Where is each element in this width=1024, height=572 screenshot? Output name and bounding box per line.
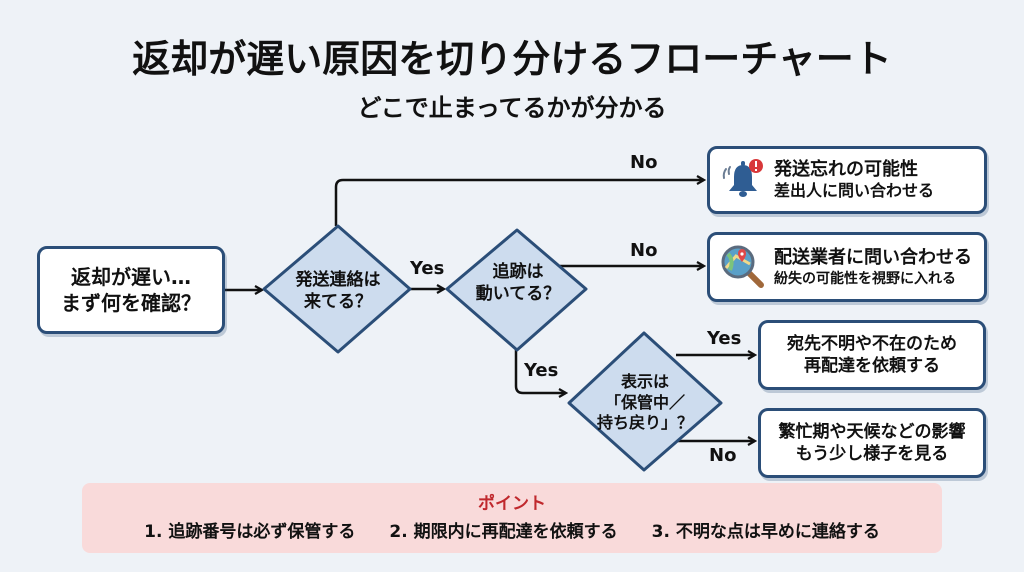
map-search-icon — [721, 245, 764, 288]
page-subtitle: どこで止まってるかが分かる — [357, 94, 667, 122]
edge-label-status-no: No — [709, 445, 737, 466]
start-node: 返却が遅い… まず何を確認？ — [37, 246, 225, 334]
edge-label-tracking-yes: Yes — [524, 360, 559, 381]
result-redelivery-line1: 宛先不明や不在のため — [787, 333, 957, 354]
decision-notice-line1: 発送連絡は — [295, 269, 381, 290]
decision-tracking: 追跡は 動いてる？ — [458, 238, 578, 328]
edge-label-notice-yes: Yes — [410, 258, 445, 279]
points-panel: ポイント 1. 追跡番号は必ず保管する 2. 期限内に再配達を依頼する 3. 不… — [82, 483, 942, 553]
result-wait-line1: 繁忙期や天候などの影響 — [778, 421, 966, 442]
result-forgot-line2: 差出人に問い合わせる — [774, 181, 935, 201]
decision-notice: 発送連絡は 来てる？ — [278, 246, 398, 336]
points-title: ポイント — [478, 494, 546, 514]
start-node-line2: まず何を確認？ — [61, 291, 201, 315]
decision-tracking-line2: 動いてる？ — [475, 284, 561, 304]
edge-label-status-yes: Yes — [707, 328, 742, 349]
point-item: 2. 期限内に再配達を依頼する — [389, 522, 618, 542]
result-wait-line2: もう少し様子を見る — [795, 444, 949, 464]
decision-status-line1: 表示は — [620, 371, 669, 391]
decision-status-line2: 「保管中／ — [604, 392, 685, 412]
arrow-tracking-yes — [514, 350, 566, 393]
decision-status-line3: 持ち戻り」？ — [596, 413, 693, 433]
points-list: 1. 追跡番号は必ず保管する 2. 期限内に再配達を依頼する 3. 不明な点は早… — [82, 517, 942, 542]
result-redelivery-line2: 再配達を依頼する — [804, 356, 940, 376]
arrow-notice-no — [334, 180, 704, 226]
result-wait-node: 繁忙期や天候などの影響 もう少し様子を見る — [758, 408, 986, 478]
result-forgot-node: 発送忘れの可能性 差出人に問い合わせる — [707, 146, 987, 214]
edge-label-tracking-no: No — [630, 240, 658, 261]
point-item: 1. 追跡番号は必ず保管する — [144, 522, 356, 542]
edge-label-notice-no: No — [630, 152, 658, 173]
point-item: 3. 不明な点は早めに連絡する — [651, 522, 880, 542]
decision-diamond-notice — [262, 224, 412, 354]
decision-diamond-tracking — [445, 228, 588, 352]
page-title: 返却が遅い原因を切り分けるフローチャート — [132, 37, 892, 81]
result-redelivery-node: 宛先不明や不在のため 再配達を依頼する — [758, 320, 986, 390]
bell-alert-icon — [722, 159, 763, 197]
decision-diamond-status — [567, 331, 723, 472]
result-carrier-line1: 配送業者に問い合わせる — [774, 247, 972, 269]
start-node-line1: 返却が遅い… — [71, 265, 191, 289]
decision-status: 表示は 「保管中／ 持ち戻り」？ — [580, 348, 710, 458]
decision-notice-line2: 来てる？ — [304, 292, 372, 312]
result-carrier-line2: 紛失の可能性を視野に入れる — [774, 270, 956, 287]
decision-tracking-line1: 追跡は — [492, 261, 544, 282]
result-carrier-node: 配送業者に問い合わせる 紛失の可能性を視野に入れる — [707, 232, 987, 302]
result-forgot-line1: 発送忘れの可能性 — [774, 158, 918, 180]
